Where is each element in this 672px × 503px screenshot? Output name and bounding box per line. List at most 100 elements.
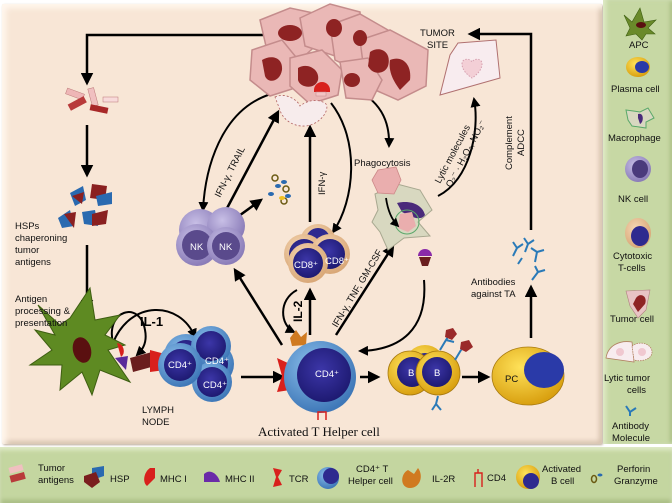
bottom-legend: Tumor antigens HSP MHC I MHC II TCR	[8, 463, 658, 489]
tcr-icon	[273, 468, 282, 487]
adcc-label: ADCC	[516, 129, 527, 156]
nk-label-2: NK	[219, 242, 233, 253]
legend-label-activated-b-1: Activated	[542, 464, 581, 475]
tumor-cell-icon	[625, 289, 651, 319]
legend-label-lytic-1: Lytic tumor	[604, 373, 650, 384]
arrow-nk-to-tumor	[223, 109, 280, 213]
nk-label-1: NK	[190, 242, 204, 253]
legend-label-granzyme: Granzyme	[614, 476, 658, 487]
legend-item-mhc2: MHC II	[204, 471, 255, 485]
perforin-granzyme-granules	[268, 174, 291, 205]
il2r-on-activated	[290, 330, 307, 346]
legend-label-lytic-2: cells	[627, 385, 646, 396]
b-label-2: B	[434, 368, 440, 379]
cd4-label-1: CD4⁺	[168, 360, 192, 371]
legend-label-apc: APC	[629, 40, 649, 51]
antibodies-label-2: against TA	[471, 289, 516, 300]
legend-label-tcr: TCR	[289, 474, 309, 485]
antigen-processing-label-1: Antigen	[15, 294, 47, 305]
antigen-processing-label-3: presentation	[15, 318, 67, 329]
cd4-label-3: CD4⁺	[203, 380, 227, 391]
legend-label-mhc2: MHC II	[225, 474, 255, 485]
legend-item-cd4-t-helper: CD4⁺ T Helper cell	[317, 464, 393, 489]
hsps-label-4: antigens	[15, 257, 51, 268]
arrow-il1-to-cd4	[112, 309, 197, 344]
activated-b-cell-icon	[516, 465, 540, 489]
legend-item-macrophage: Macrophage	[608, 107, 661, 144]
legend-item-perforin-granzyme: Perforin Granzyme	[590, 464, 658, 487]
antigen-processing-label-2: processing &	[15, 306, 71, 317]
legend-item-nk-cell: NK cell	[618, 156, 651, 205]
legend-label-tumor-cell: Tumor cell	[610, 314, 654, 325]
antibodies-label-1: Antibodies	[471, 277, 516, 288]
legend-item-mhc1: MHC I	[144, 468, 187, 486]
macrophage-icon	[625, 107, 655, 129]
arrow-macrophage-to-activated	[358, 279, 426, 356]
antigen-on-mhc2	[130, 352, 155, 372]
antibodies-cluster	[512, 237, 546, 281]
tumor-site-label-2: SITE	[427, 40, 448, 51]
il2r-icon	[402, 468, 421, 488]
legend-label-cd4: CD4	[487, 473, 506, 484]
legend-label-il2r: IL-2R	[432, 474, 455, 485]
cd8-cytokine-label: IFN-γ	[317, 172, 328, 195]
mhc1-on-apc	[117, 343, 124, 357]
legend-label-tumor-antigens-1: Tumor	[38, 463, 65, 474]
nk-cytokines-label: IFN-γ, TRAIL	[213, 145, 248, 199]
arrow-complement-to-tumor	[467, 27, 533, 230]
legend-label-cd4-t-helper-2: Helper cell	[348, 476, 393, 487]
cd4-marker	[317, 411, 327, 420]
mhc2-icon	[204, 471, 220, 482]
b-label-1: B	[408, 368, 414, 379]
hsp-antigen-complexes	[58, 184, 112, 228]
legend-item-tumor-antigens: Tumor antigens	[8, 463, 74, 486]
legend-label-mhc1: MHC I	[160, 474, 187, 485]
legend-item-plasma-cell: Plasma cell	[611, 57, 660, 95]
lysed-tumor-cell	[274, 95, 328, 127]
legend-label-macrophage: Macrophage	[608, 133, 661, 144]
hsp-icon	[84, 466, 104, 488]
legend-item-tcr: TCR	[273, 468, 309, 487]
arrow-tumor-to-nk	[198, 93, 272, 212]
legend-item-cytotoxic-t-cells: Cytotoxic T-cells	[613, 218, 652, 274]
mhc2-on-macrophage	[418, 249, 432, 256]
cd8-cytotoxic-cell-cluster: CD8⁺ CD8⁺	[284, 224, 350, 283]
cd4-t-cell-cluster: CD4⁺ CD4⁺ CD4⁺	[158, 326, 234, 402]
legend-label-plasma-cell: Plasma cell	[611, 84, 660, 95]
il2-label: IL-2	[291, 300, 305, 322]
arrow-activated-to-macrophage	[334, 243, 395, 336]
legend-item-il2r: IL-2R	[402, 468, 455, 488]
tumor-antigen-icon	[8, 464, 26, 483]
tumor-antigens-fragments	[65, 87, 119, 114]
activated-b-cell-cluster: B B	[387, 328, 473, 411]
arrow-il2-loop	[282, 289, 298, 333]
cytotoxic-t-cell-icon	[625, 218, 651, 248]
hsps-label-3: tumor	[15, 245, 39, 256]
mhc1-icon	[144, 468, 155, 486]
legend-item-activated-b: Activated B cell	[516, 464, 581, 489]
legend-label-hsp: HSP	[110, 474, 130, 485]
cd4-label-2: CD4⁺	[205, 356, 229, 367]
cd4-icon	[474, 469, 483, 487]
legend-label-nk-cell: NK cell	[618, 194, 648, 205]
nk-cell-cluster: NK NK	[176, 207, 245, 266]
legend-item-lytic-tumor-cells: Lytic tumor cells	[604, 341, 653, 396]
tumor-site-label-1: TUMOR	[420, 28, 455, 39]
legend-item-apc: APC	[623, 7, 657, 51]
nk-cell-icon	[625, 156, 651, 182]
complement-label: Complement	[504, 116, 515, 170]
mhc2-on-apc	[115, 356, 128, 370]
cd4-t-helper-icon	[317, 467, 339, 489]
side-legend: APC Plasma cell Macrophage NK cell	[604, 7, 661, 444]
legend-label-tumor-antigens-2: antigens	[38, 475, 74, 486]
arrow-activated-to-nk	[233, 267, 284, 346]
legend-label-cytotoxic-1: Cytotoxic	[613, 251, 652, 262]
lymph-node-label-1: LYMPH	[142, 405, 174, 416]
legend-label-perforin: Perforin	[617, 464, 650, 475]
arrows	[80, 27, 538, 384]
tumor-cell-cluster	[249, 3, 429, 127]
il1-label: IL-1	[140, 314, 163, 329]
hsps-label-1: HSPs	[15, 221, 40, 232]
